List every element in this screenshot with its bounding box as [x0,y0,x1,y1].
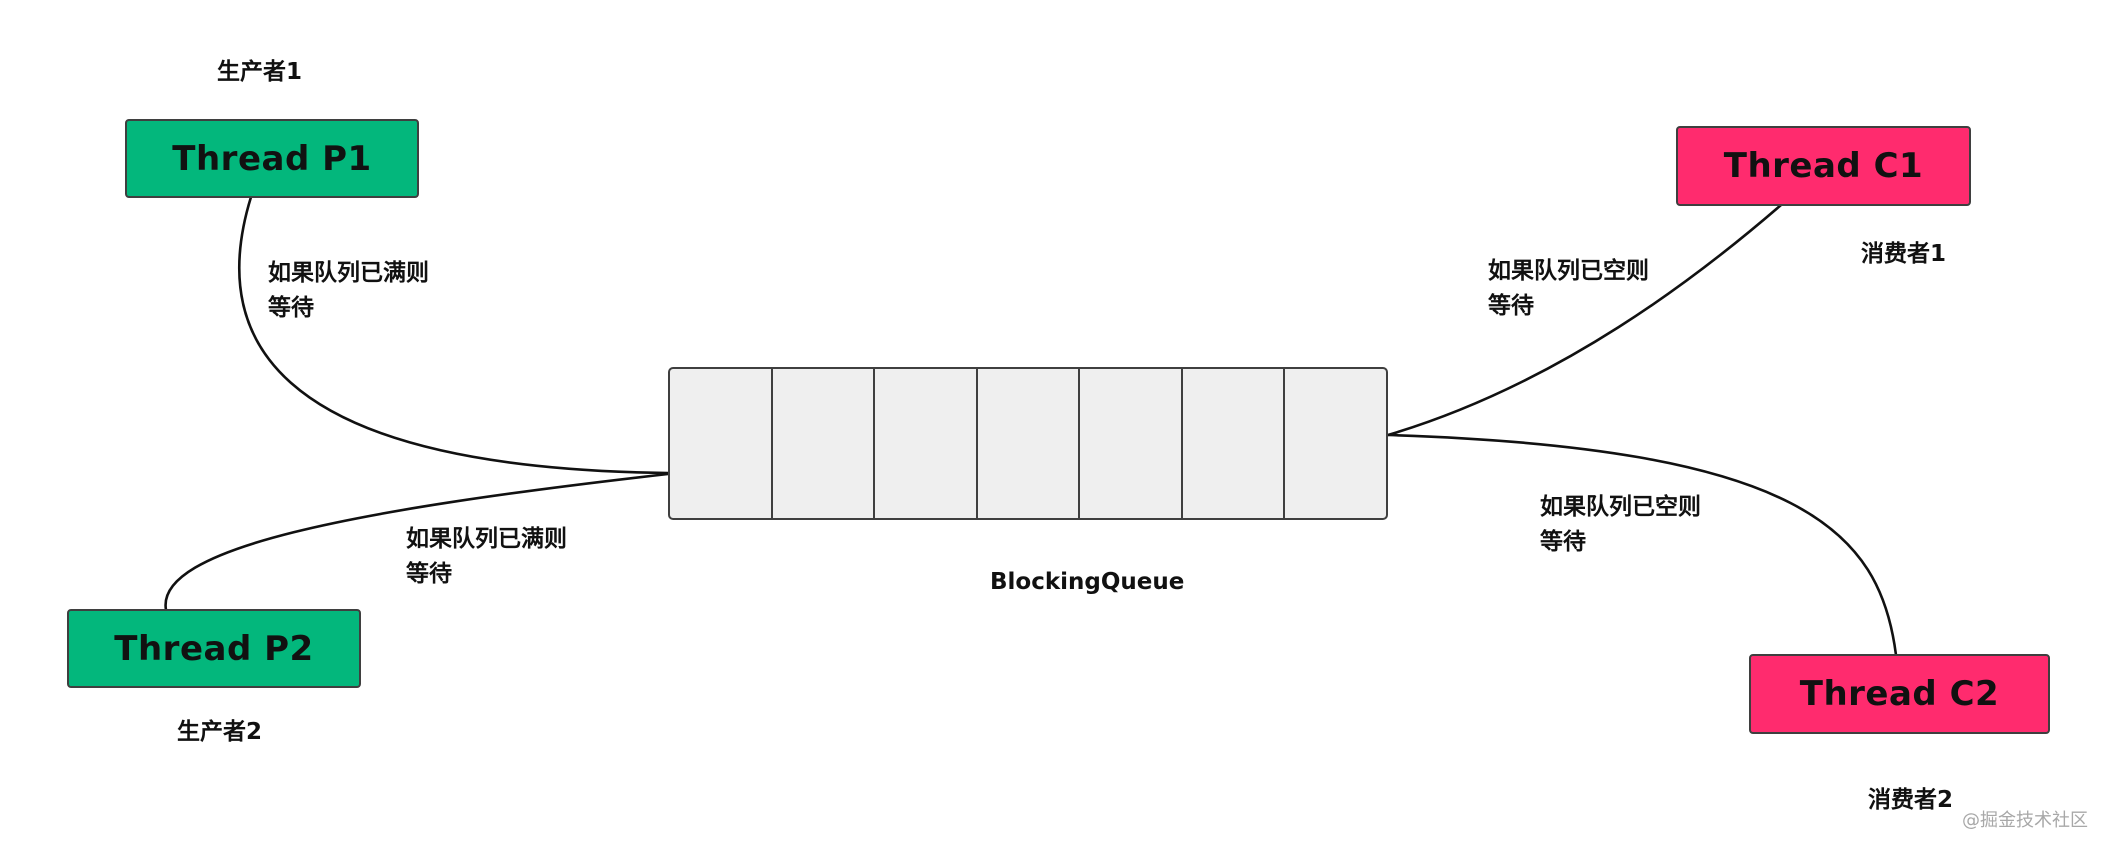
producer-1-wait-condition: 如果队列已满则 等待 [268,256,429,326]
thread-c1-box: Thread C1 [1676,126,1971,206]
consumer-2-wait-line-1: 如果队列已空则 [1540,494,1701,520]
queue-slot [1183,369,1286,518]
consumer-2-wait-line-2: 等待 [1540,529,1586,555]
connector-p2-queue [164,472,669,611]
consumer-2-wait-condition: 如果队列已空则 等待 [1540,490,1701,560]
producer-2-wait-line-1: 如果队列已满则 [406,526,567,552]
queue-slot [670,369,773,518]
consumer-2-role-label: 消费者2 [1868,787,1954,813]
thread-p2-box: Thread P2 [67,609,361,688]
thread-c2-label: Thread C2 [1799,674,2000,714]
thread-p2-label: Thread P2 [114,628,314,669]
blocking-queue-label: BlockingQueue [990,569,1185,595]
producer-1-wait-line-2: 等待 [268,295,314,321]
consumer-1-wait-condition: 如果队列已空则 等待 [1488,254,1649,324]
consumer-1-wait-line-2: 等待 [1488,293,1534,319]
producer-1-wait-line-1: 如果队列已满则 [268,260,429,286]
queue-slot [875,369,978,518]
thread-p1-box: Thread P1 [125,119,419,198]
producer-1-role-label: 生产者1 [217,59,303,85]
queue-slot [1285,369,1386,518]
consumer-1-role-label: 消费者1 [1861,241,1947,267]
queue-slot [978,369,1081,518]
thread-c2-box: Thread C2 [1749,654,2050,734]
watermark: @掘金技术社区 [1962,810,2088,831]
connector-c1-queue [1387,204,1782,437]
connector-p1-queue [237,196,669,475]
producer-2-role-label: 生产者2 [177,719,263,745]
thread-c1-label: Thread C1 [1723,146,1924,186]
producer-2-wait-condition: 如果队列已满则 等待 [406,522,567,592]
blocking-queue [668,367,1388,520]
connector-c2-queue [1387,433,1898,656]
queue-slot [1080,369,1183,518]
consumer-1-wait-line-1: 如果队列已空则 [1488,258,1649,284]
queue-slot [773,369,876,518]
thread-p1-label: Thread P1 [172,138,372,179]
producer-2-wait-line-2: 等待 [406,561,452,587]
